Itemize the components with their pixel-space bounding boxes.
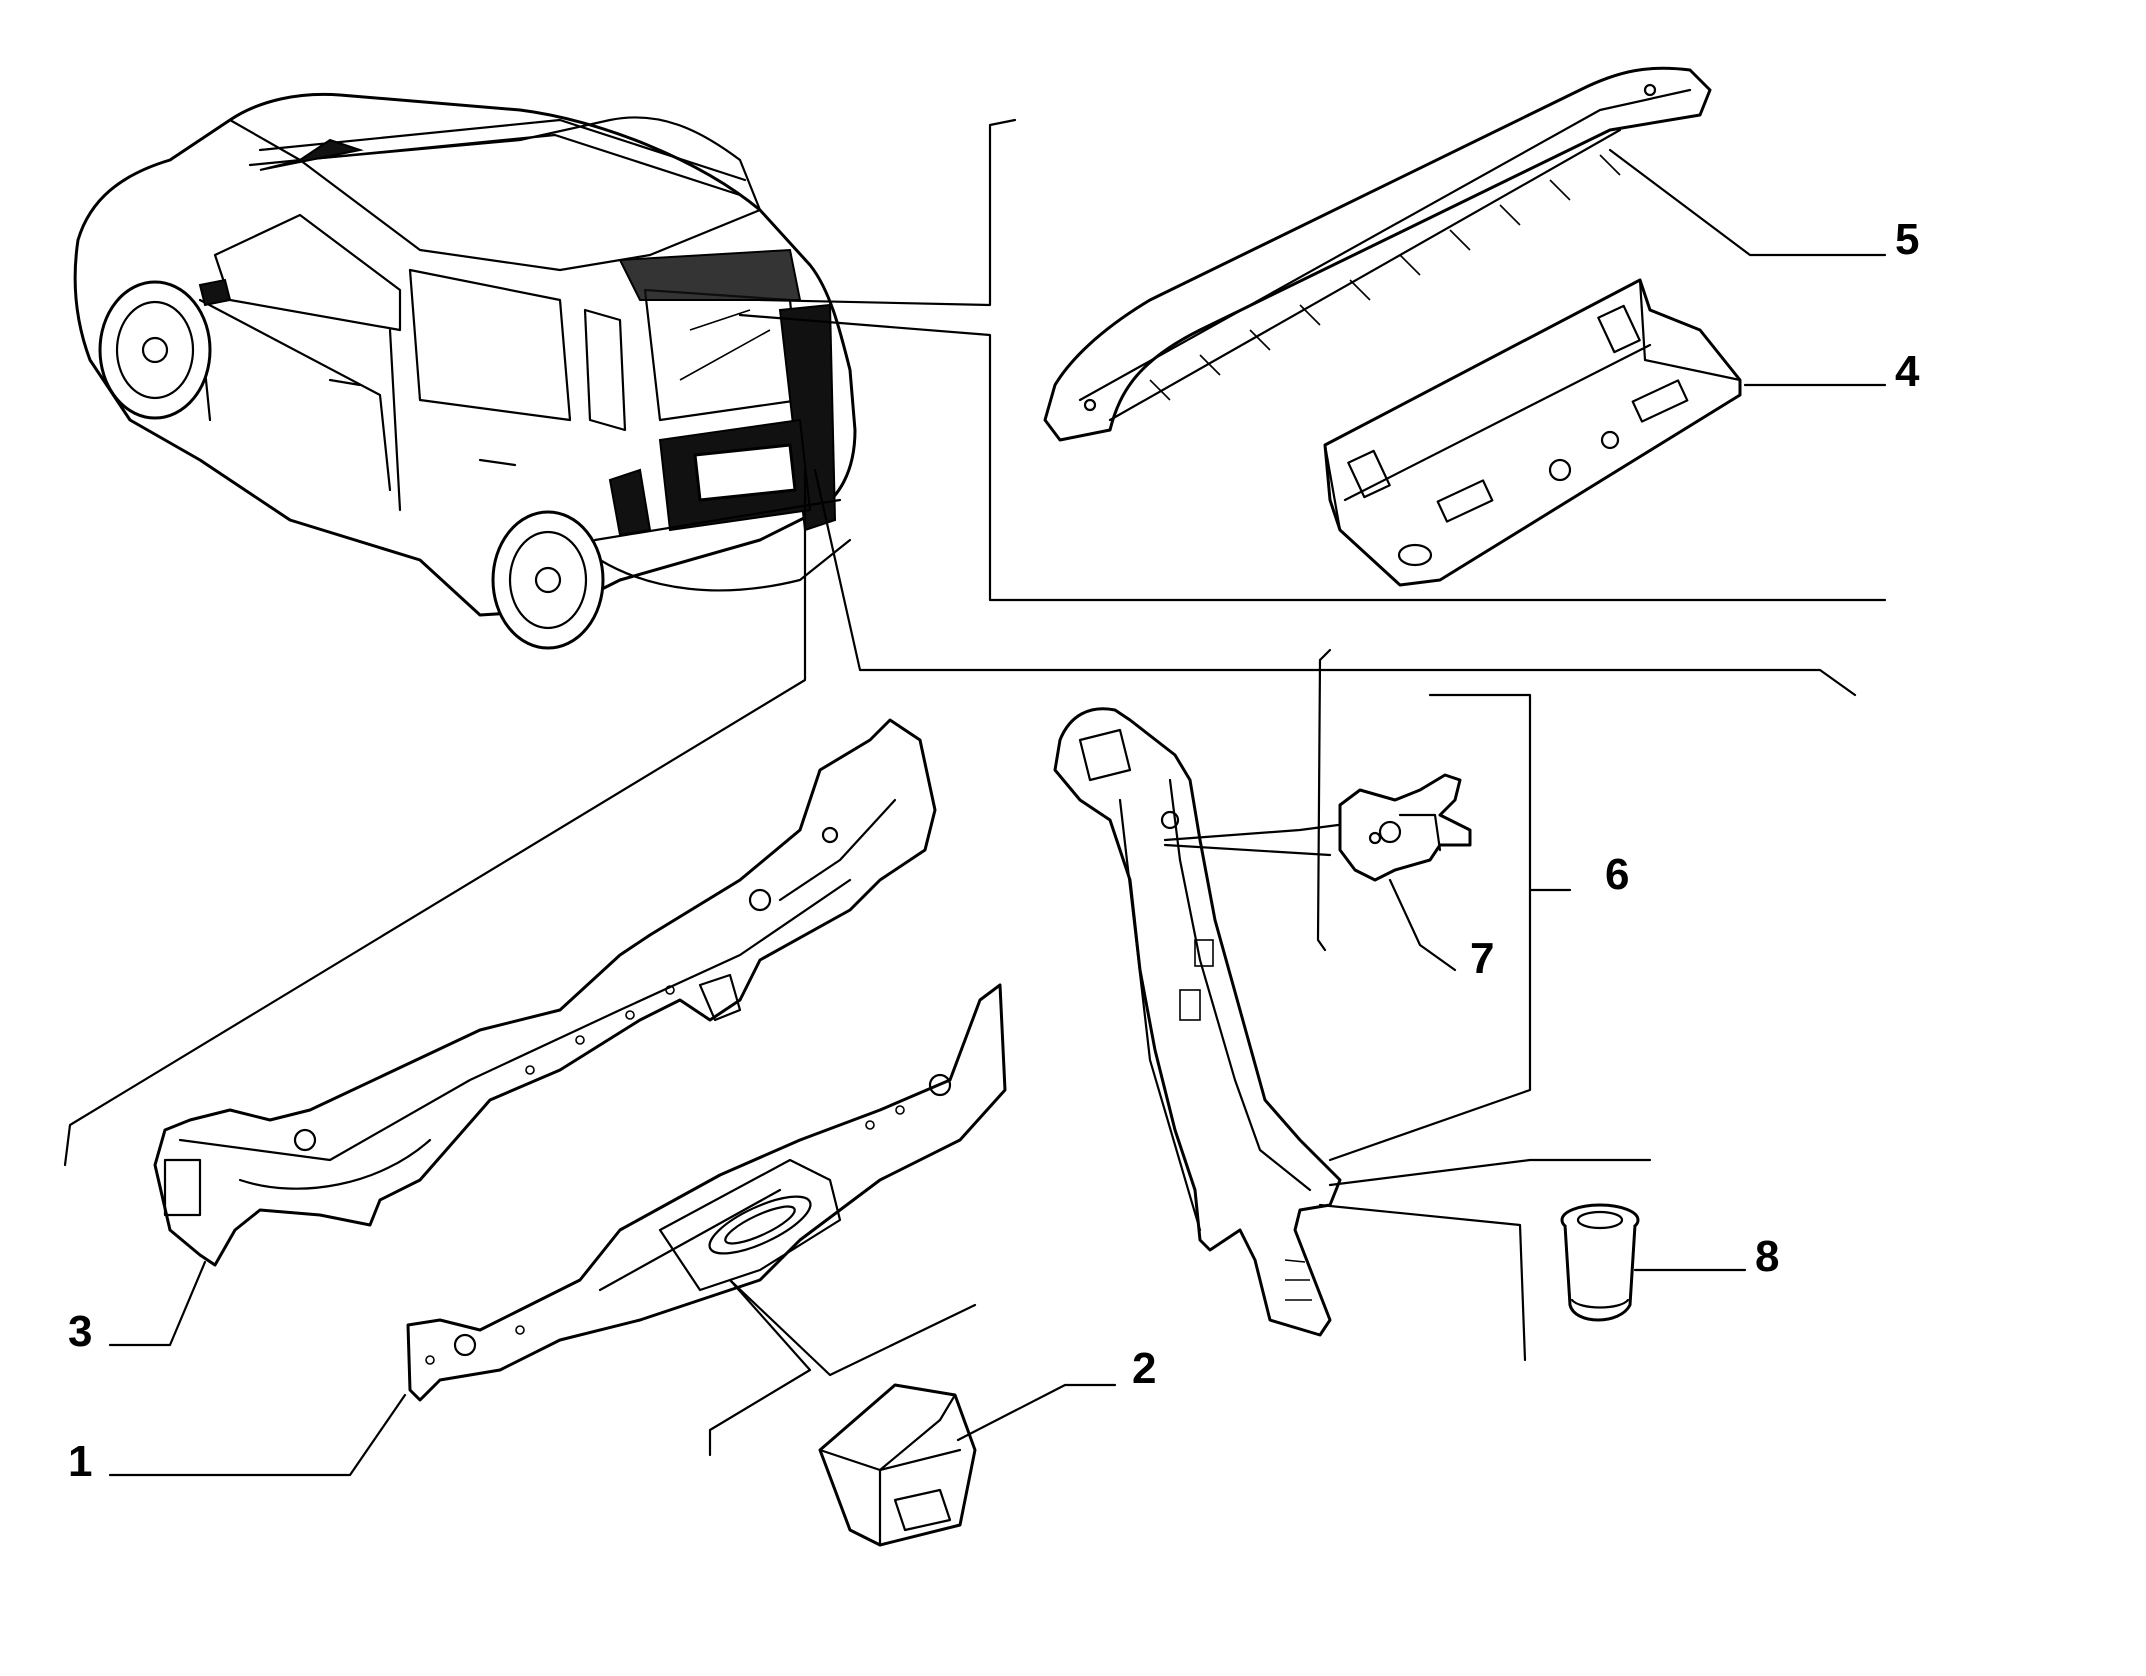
part-5-upper-crossmember	[1043, 66, 1712, 442]
part-7-bracket	[1338, 773, 1472, 882]
callout-label-7: 7	[1470, 934, 1495, 983]
part-3-side-member	[153, 718, 937, 1267]
callout-label-2: 2	[1132, 1344, 1157, 1393]
vehicle-illustration	[73, 92, 857, 650]
part-6-side-pillar	[1053, 707, 1342, 1337]
part-2-box-bracket	[818, 1383, 977, 1547]
callout-label-6: 6	[1605, 850, 1630, 899]
part-8-bushing	[1560, 1203, 1640, 1322]
callout-label-3: 3	[68, 1307, 93, 1356]
part-4-rear-panel	[1323, 278, 1742, 587]
callout-label-4: 4	[1895, 347, 1920, 396]
leader-lines	[63, 118, 1887, 1477]
callout-label-8: 8	[1755, 1232, 1780, 1281]
callout-label-5: 5	[1895, 215, 1920, 264]
part-1-lower-crossmember	[406, 983, 1007, 1402]
callout-label-1: 1	[68, 1437, 93, 1486]
